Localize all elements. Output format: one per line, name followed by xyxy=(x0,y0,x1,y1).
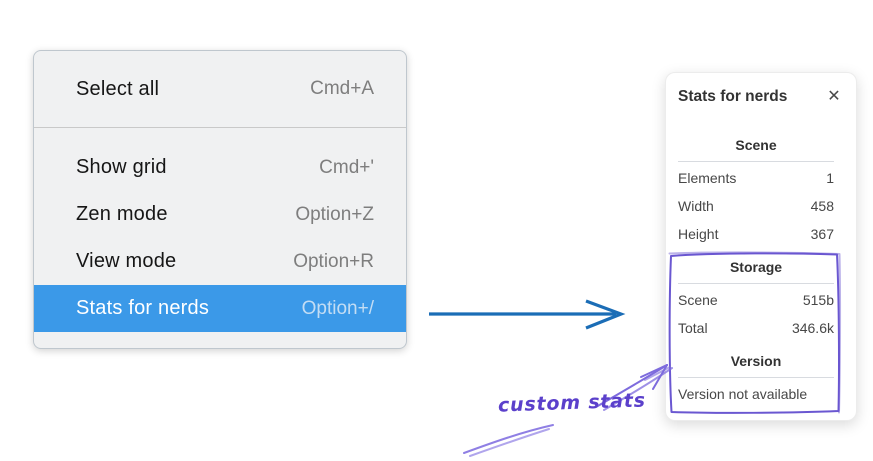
flow-arrow xyxy=(429,299,626,330)
stat-label: Total xyxy=(678,320,708,336)
menu-item-shortcut: Option+R xyxy=(293,250,374,272)
menu-item-label: Show grid xyxy=(76,156,167,178)
section-divider xyxy=(678,161,834,162)
stat-label: Width xyxy=(678,198,714,214)
menu-item-label: View mode xyxy=(76,250,177,272)
stats-panel-header: Stats for nerds ✕ xyxy=(666,73,856,108)
stat-label: Height xyxy=(678,226,719,242)
menu-item-shortcut: Option+/ xyxy=(301,297,374,319)
stats-panel-title: Stats for nerds xyxy=(678,88,788,105)
section-divider xyxy=(678,377,834,378)
stat-label: Elements xyxy=(678,170,737,186)
context-menu-section-top: Select all Cmd+A xyxy=(34,51,406,127)
menu-item-shortcut: Option+Z xyxy=(295,203,374,225)
menu-item-view-mode[interactable]: View mode Option+R xyxy=(34,238,406,285)
stat-value: 346.6k xyxy=(791,320,834,336)
annotation-label: custom stats xyxy=(497,389,647,417)
stats-panel-body: Scene Elements 1 Width 458 Height 367 St… xyxy=(666,136,856,408)
stat-value: 1 xyxy=(826,170,834,186)
section-header-version: Version xyxy=(730,353,782,369)
section-divider xyxy=(678,283,834,284)
stat-value: 458 xyxy=(810,198,834,214)
annotation-line xyxy=(463,424,554,457)
stat-row-storage-scene: Scene 515b xyxy=(678,286,834,314)
section-header-storage: Storage xyxy=(729,259,783,275)
stat-row-width: Width 458 xyxy=(678,192,834,220)
stat-row-elements: Elements 1 xyxy=(678,164,834,192)
context-menu: Select all Cmd+A Show grid Cmd+' Zen mod… xyxy=(33,50,407,349)
menu-item-shortcut: Cmd+A xyxy=(310,78,374,99)
stats-panel: Stats for nerds ✕ Scene Elements 1 Width… xyxy=(665,72,857,421)
menu-item-label: Zen mode xyxy=(76,203,168,225)
section-header-scene: Scene xyxy=(735,137,777,153)
annotation-arrow xyxy=(595,364,673,411)
menu-item-zen-mode[interactable]: Zen mode Option+Z xyxy=(34,191,406,238)
menu-item-select-all[interactable]: Select all Cmd+A xyxy=(34,65,406,113)
close-icon[interactable]: ✕ xyxy=(823,85,845,107)
version-status-text: Version not available xyxy=(678,386,808,402)
stat-row-height: Height 367 xyxy=(678,220,834,248)
context-menu-section-main: Show grid Cmd+' Zen mode Option+Z View m… xyxy=(34,128,406,348)
menu-divider xyxy=(34,127,406,128)
stat-value: 367 xyxy=(810,226,834,242)
menu-item-stats-for-nerds[interactable]: Stats for nerds Option+/ xyxy=(34,285,406,332)
menu-item-label: Select all xyxy=(76,77,160,100)
stat-value: 515b xyxy=(802,292,834,308)
menu-item-shortcut: Cmd+' xyxy=(319,156,374,178)
menu-item-show-grid[interactable]: Show grid Cmd+' xyxy=(34,144,406,191)
menu-item-label: Stats for nerds xyxy=(76,297,210,319)
stat-label: Scene xyxy=(678,292,718,308)
stat-row-storage-total: Total 346.6k xyxy=(678,314,834,342)
